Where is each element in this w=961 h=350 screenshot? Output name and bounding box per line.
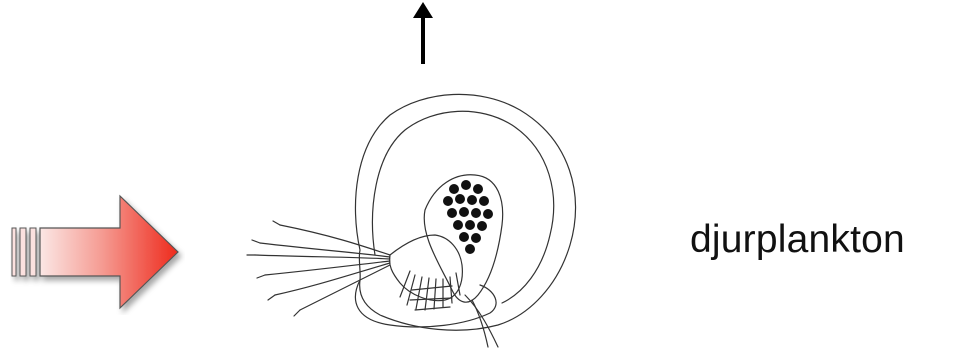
antennae [255, 225, 390, 310]
organism-label: djurplankton [690, 218, 905, 262]
red-arrow-icon [10, 190, 185, 315]
zooplankton-drawing [240, 85, 600, 350]
up-arrow-icon [403, 0, 443, 70]
